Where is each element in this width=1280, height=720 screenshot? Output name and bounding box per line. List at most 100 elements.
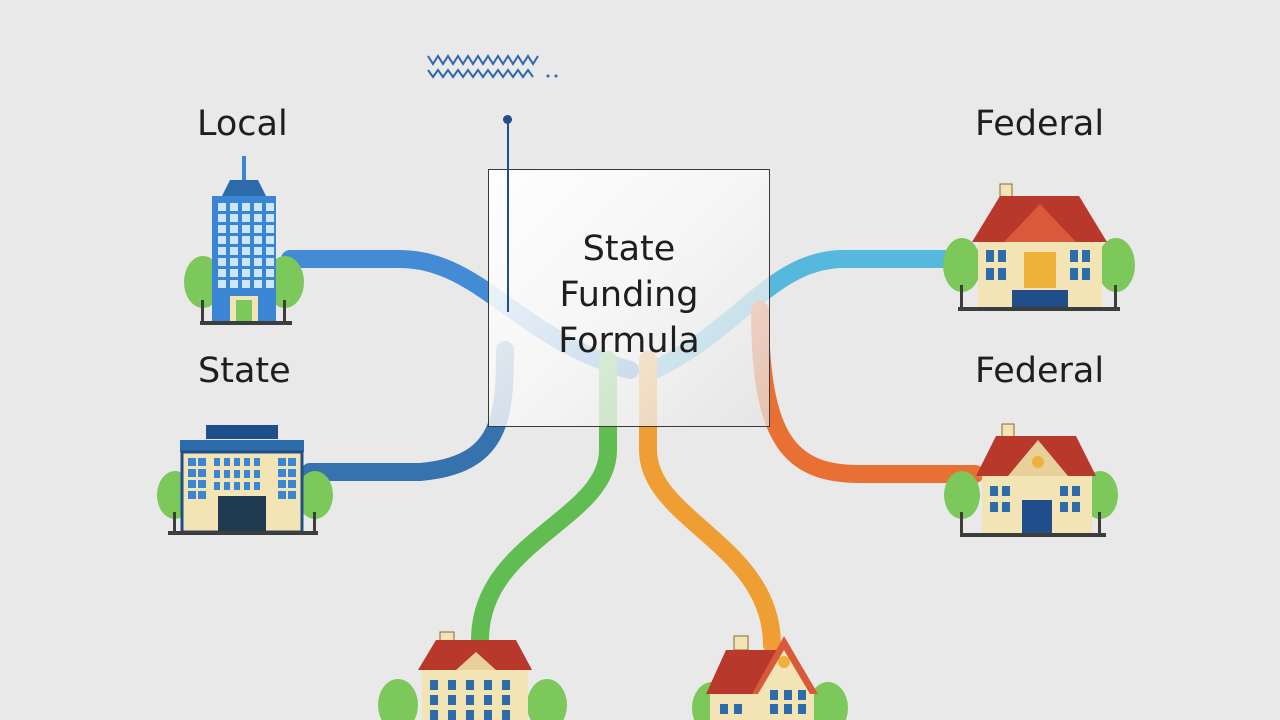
window <box>218 247 226 255</box>
window <box>218 258 226 266</box>
window <box>466 710 474 720</box>
window <box>770 690 778 700</box>
window <box>242 236 250 244</box>
window <box>242 280 250 288</box>
window <box>218 225 226 233</box>
window <box>254 458 260 466</box>
window <box>224 458 230 466</box>
window <box>502 680 510 690</box>
window <box>214 482 220 490</box>
window <box>288 491 296 499</box>
window <box>254 247 262 255</box>
window <box>1060 502 1068 512</box>
window <box>266 203 274 211</box>
window <box>430 695 438 705</box>
window <box>430 710 438 720</box>
window <box>288 469 296 477</box>
window <box>430 680 438 690</box>
window <box>502 695 510 705</box>
window <box>230 269 238 277</box>
window <box>242 203 250 211</box>
window <box>254 269 262 277</box>
office-tower-icon <box>184 156 304 325</box>
window <box>244 470 250 478</box>
window <box>288 458 296 466</box>
window <box>254 236 262 244</box>
window <box>254 214 262 222</box>
window <box>448 695 456 705</box>
window <box>230 225 238 233</box>
window <box>230 247 238 255</box>
window <box>998 250 1006 262</box>
window <box>214 470 220 478</box>
window <box>798 704 806 714</box>
window <box>218 236 226 244</box>
window <box>254 280 262 288</box>
window <box>198 480 206 488</box>
school-building-icon <box>944 423 1118 537</box>
window <box>288 480 296 488</box>
window <box>188 480 196 488</box>
window <box>266 258 274 266</box>
window <box>278 491 286 499</box>
window <box>1072 502 1080 512</box>
window <box>254 482 260 490</box>
pointer-dot <box>503 115 512 124</box>
window <box>254 258 262 266</box>
window <box>998 268 1006 280</box>
window <box>986 268 994 280</box>
window <box>1082 250 1090 262</box>
window <box>266 280 274 288</box>
window <box>198 491 206 499</box>
window <box>242 247 250 255</box>
government-building-icon <box>157 425 333 535</box>
school-building-icon <box>378 631 567 720</box>
window <box>1072 486 1080 496</box>
window <box>448 680 456 690</box>
flow-federal-bottom <box>751 301 984 483</box>
window <box>230 236 238 244</box>
window <box>466 695 474 705</box>
window <box>254 470 260 478</box>
window <box>234 482 240 490</box>
flow-school-right <box>639 351 781 654</box>
window <box>230 203 238 211</box>
flow-school-left <box>471 351 617 649</box>
window <box>266 236 274 244</box>
window <box>990 502 998 512</box>
window <box>1070 268 1078 280</box>
window <box>484 710 492 720</box>
window <box>1002 502 1010 512</box>
window <box>242 214 250 222</box>
window <box>218 269 226 277</box>
window <box>188 469 196 477</box>
window <box>502 710 510 720</box>
funding-formula-box <box>488 169 770 427</box>
window <box>784 704 792 714</box>
window <box>1082 268 1090 280</box>
house-icon <box>692 635 848 720</box>
window <box>224 470 230 478</box>
window <box>466 680 474 690</box>
window <box>244 482 250 490</box>
window <box>188 458 196 466</box>
funding-formula-title: State Funding Formula <box>558 229 700 361</box>
window <box>244 458 250 466</box>
window <box>198 458 206 466</box>
window <box>484 695 492 705</box>
window <box>986 250 994 262</box>
window <box>230 258 238 266</box>
window <box>734 704 742 714</box>
window <box>218 280 226 288</box>
window <box>188 491 196 499</box>
label-federal-top: Federal <box>975 104 1105 144</box>
window <box>278 469 286 477</box>
pointer-line <box>507 120 509 312</box>
window <box>230 280 238 288</box>
label-federal-bottom: Federal <box>975 351 1105 391</box>
window <box>1070 250 1078 262</box>
window <box>242 269 250 277</box>
window <box>218 214 226 222</box>
house-icon <box>943 183 1135 311</box>
window <box>242 225 250 233</box>
